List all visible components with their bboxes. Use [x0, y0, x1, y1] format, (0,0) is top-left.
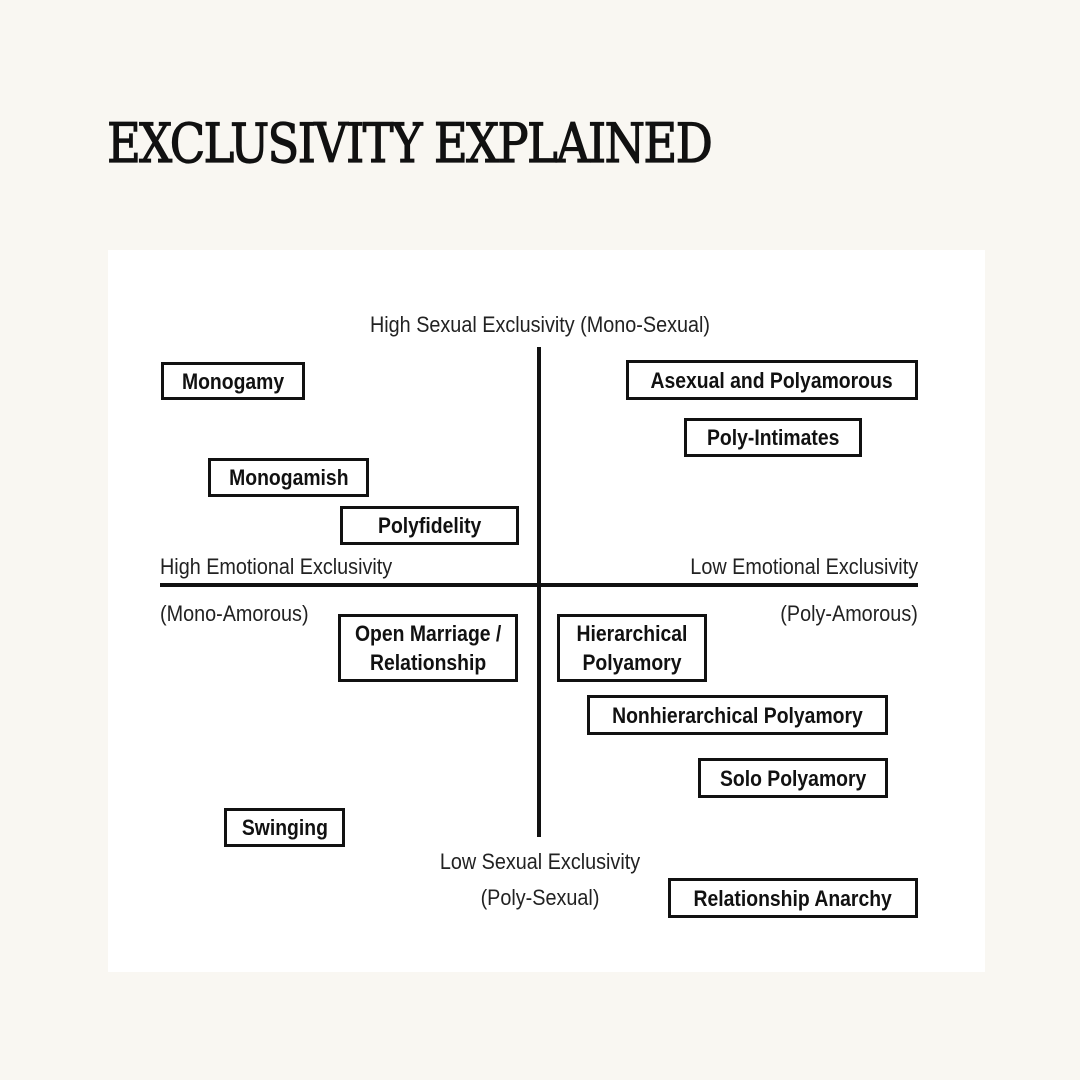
sexual-exclusivity-axis	[537, 347, 541, 837]
axis-label-poly-sexual: (Poly-Sexual)	[480, 885, 600, 910]
box-solo-polyamory: Solo Polyamory	[698, 758, 888, 798]
box-poly-intimates-label: Poly-Intimates	[706, 425, 840, 450]
box-polyfidelity-label: Polyfidelity	[377, 513, 482, 538]
box-monogamish-label: Monogamish	[228, 465, 349, 490]
box-swinging: Swinging	[224, 808, 345, 847]
box-swinging-label: Swinging	[241, 815, 328, 840]
box-monogamish: Monogamish	[208, 458, 369, 497]
exclusivity-diagram: High Sexual Exclusivity (Mono-Sexual) Hi…	[108, 250, 985, 972]
box-hierarchical-polyamory: Hierarchical Polyamory	[557, 614, 707, 682]
box-relationship-anarchy: Relationship Anarchy	[668, 878, 918, 918]
box-monogamy-label: Monogamy	[181, 368, 285, 394]
axis-label-high-sexual: High Sexual Exclusivity (Mono-Sexual)	[369, 312, 711, 337]
page-title: EXCLUSIVITY EXPLAINED	[106, 111, 713, 175]
box-open-marriage-label: Open Marriage / Relationship	[354, 621, 502, 675]
box-asexual-polyamorous: Asexual and Polyamorous	[626, 360, 918, 400]
axis-label-low-emotional: Low Emotional Exclusivity	[690, 554, 918, 579]
box-hierarchical-polyamory-label: Hierarchical Polyamory	[576, 621, 688, 675]
emotional-exclusivity-axis	[160, 583, 918, 587]
axis-label-poly-amorous: (Poly-Amorous)	[780, 601, 918, 626]
axis-label-high-emotional: High Emotional Exclusivity	[160, 554, 393, 579]
axis-label-mono-amorous: (Mono-Amorous)	[160, 601, 309, 626]
box-nonhierarchical-polyamory-label: Nonhierarchical Polyamory	[612, 702, 863, 728]
box-monogamy: Monogamy	[161, 362, 305, 400]
box-relationship-anarchy-label: Relationship Anarchy	[693, 885, 893, 911]
box-polyfidelity: Polyfidelity	[340, 506, 519, 545]
box-poly-intimates: Poly-Intimates	[684, 418, 862, 457]
box-nonhierarchical-polyamory: Nonhierarchical Polyamory	[587, 695, 888, 735]
box-open-marriage: Open Marriage / Relationship	[338, 614, 518, 682]
axis-label-low-sexual: Low Sexual Exclusivity	[439, 849, 641, 874]
box-solo-polyamory-label: Solo Polyamory	[719, 765, 867, 791]
box-asexual-polyamorous-label: Asexual and Polyamorous	[650, 367, 894, 393]
